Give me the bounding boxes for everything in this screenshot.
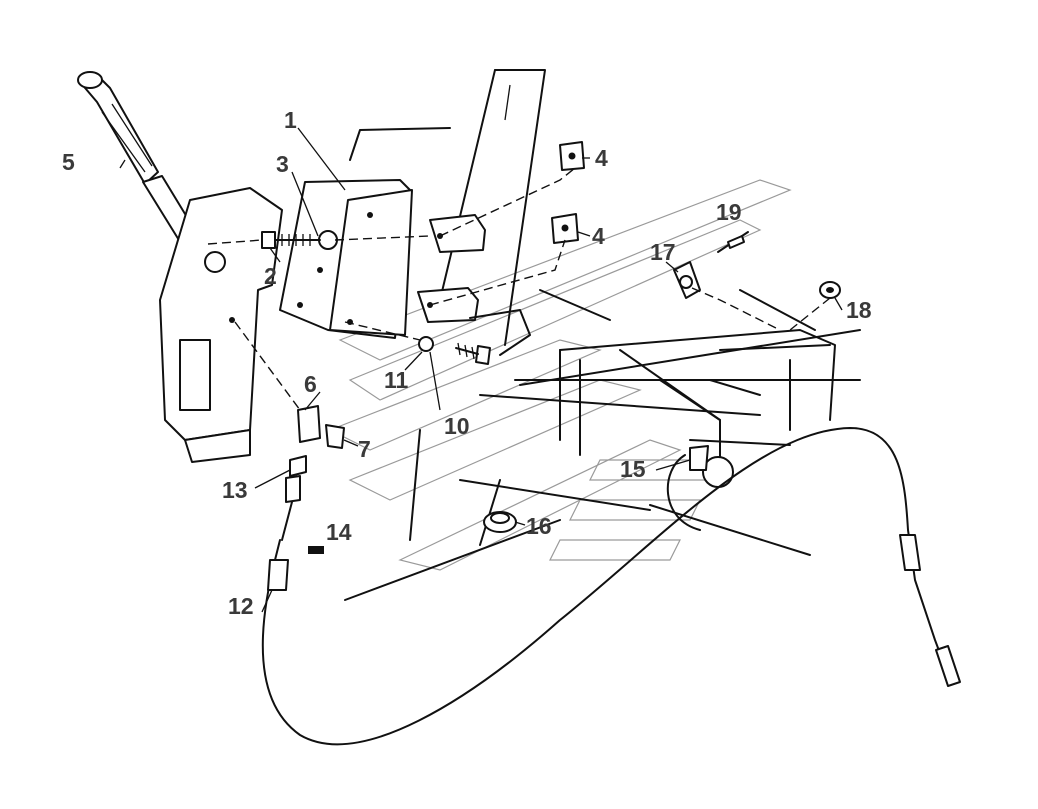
callout-5: 5 [62,149,75,175]
watermark [328,179,792,571]
shift-lever [77,71,283,463]
mounting-bracket [279,179,413,339]
callout-7: 7 [358,436,371,462]
callout-4a: 4 [595,145,608,171]
cable-strap [666,445,709,531]
bolt-10 [418,336,491,365]
callout-19: 19 [716,199,742,225]
nut-18 [819,281,841,299]
ring-14 [308,546,324,554]
nut-16 [483,511,517,533]
pin-19 [717,231,749,253]
callout-17: 17 [650,239,676,265]
callout-1: 1 [284,107,297,133]
callout-10: 10 [444,413,470,439]
clamp-blocks [417,214,531,356]
callout-16: 16 [526,513,552,539]
callout-15: 15 [620,456,646,482]
cable-clip-17 [673,261,701,299]
callout-12: 12 [228,593,254,619]
cable-clevis [281,405,345,541]
clip-nuts [551,141,585,244]
callout-18: 18 [846,297,872,323]
callout-14: 14 [326,519,352,545]
leader-lines [119,127,843,613]
callout-2: 2 [264,263,277,289]
callout-6: 6 [304,371,317,397]
callouts: 1 2 3 4 4 5 6 7 10 11 12 13 14 15 16 17 … [62,107,872,619]
callout-3: 3 [276,151,289,177]
bolt-2 [261,231,321,249]
callout-13: 13 [222,477,248,503]
callout-4b: 4 [592,223,605,249]
assembly-lines [207,167,831,411]
cable [261,427,961,746]
callout-11: 11 [384,367,409,393]
frame-structure [344,69,861,601]
